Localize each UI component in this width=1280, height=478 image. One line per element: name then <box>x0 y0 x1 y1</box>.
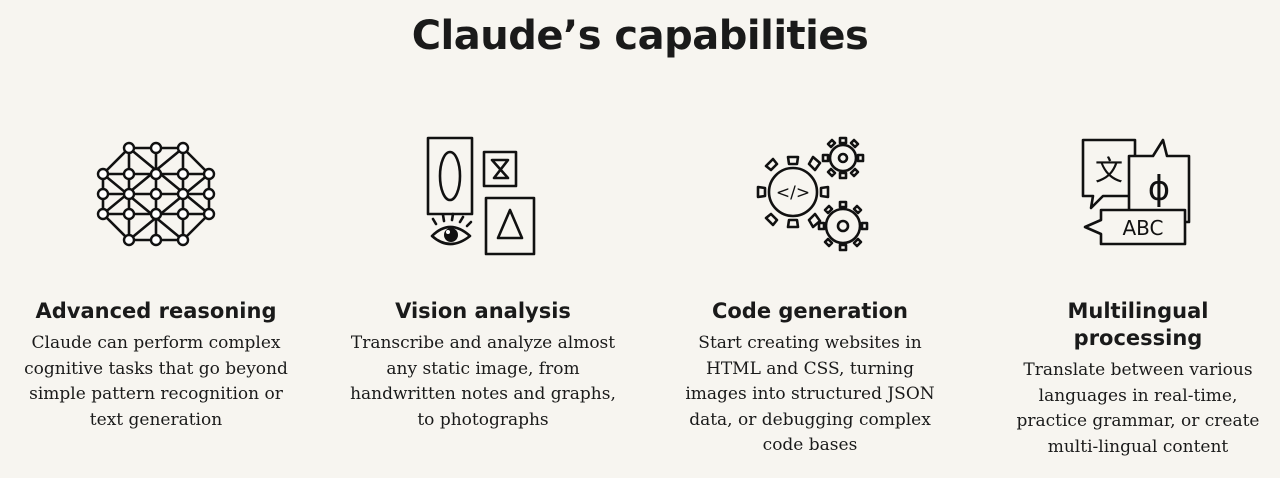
capability-card-vision: Vision analysis Transcribe and analyze a… <box>333 130 633 433</box>
abc-glyph: ABC <box>1122 216 1163 240</box>
capability-description: Claude can perform complex cognitive tas… <box>24 333 288 430</box>
capability-title: Vision analysis <box>395 299 571 323</box>
chinese-glyph: 文 <box>1095 154 1123 187</box>
capability-title: Code generation <box>711 299 909 323</box>
capability-title: Advanced reasoning <box>35 299 277 323</box>
capability-description: Start creating websites in HTML and CSS,… <box>685 333 935 455</box>
vision-gallery-icon <box>426 136 536 256</box>
code-glyph: </> <box>776 183 810 203</box>
capability-description: Transcribe and analyze almost any static… <box>350 333 616 430</box>
translation-bubbles-icon: 文 ɸ ABC <box>1081 138 1191 246</box>
capability-title: Multilingual processing <box>1067 299 1209 350</box>
code-gears-icon: </> <box>756 136 869 252</box>
phi-glyph: ɸ <box>1148 169 1170 209</box>
network-graph-icon <box>96 141 216 247</box>
capabilities-grid: Advanced reasoning Claude can perform co… <box>0 130 1280 470</box>
capability-card-code: </> Code generation Start creating websi… <box>660 130 960 459</box>
capability-card-reasoning: Advanced reasoning Claude can perform co… <box>6 130 306 433</box>
capability-card-multilingual: 文 ɸ ABC Multilingual processing Translat… <box>988 130 1280 460</box>
page-title: Claude’s capabilities <box>411 13 869 59</box>
capability-description: Translate between various languages in r… <box>1016 360 1260 457</box>
